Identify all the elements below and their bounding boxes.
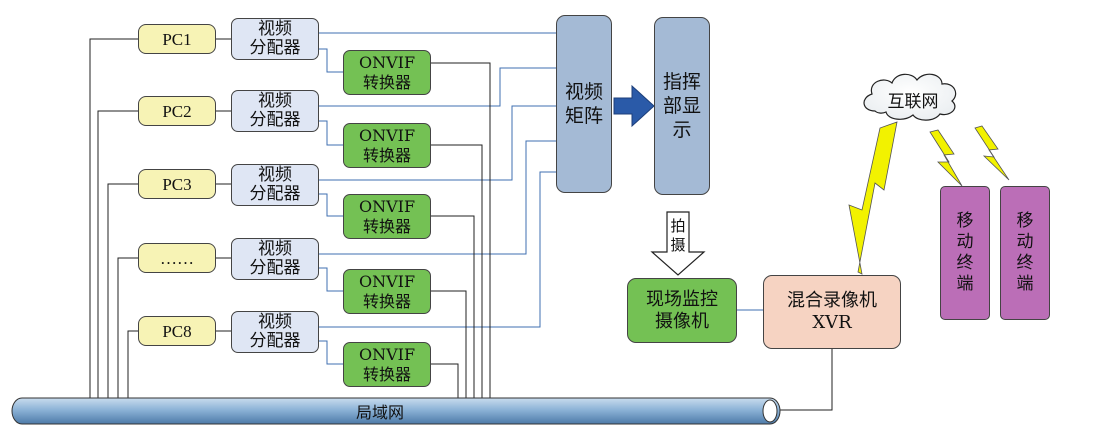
internet-cloud-icon xyxy=(863,73,957,121)
pc-ellipsis-box: …… xyxy=(138,243,216,273)
internet-label: 互联网 xyxy=(887,91,939,112)
pc-splitter-lines xyxy=(216,38,231,332)
pc2-box: PC2 xyxy=(138,96,216,126)
pc1-box: PC1 xyxy=(138,24,216,54)
video-splitter-3: 视频 分配器 xyxy=(231,164,319,206)
onvif-converter-4: ONVIF 转换器 xyxy=(343,269,431,314)
pc3-box: PC3 xyxy=(138,169,216,199)
mobile-terminal-1: 移动终端 xyxy=(940,186,990,320)
video-splitter-2: 视频 分配器 xyxy=(231,90,319,132)
lan-pipe-icon xyxy=(11,397,781,425)
splitter-onvif-lines xyxy=(319,48,343,365)
shoot-label: 拍摄 xyxy=(670,217,686,254)
shoot-arrow xyxy=(650,211,706,276)
lan-label: 局域网 xyxy=(355,403,404,422)
splitter-matrix-lines xyxy=(319,32,556,328)
video-splitter-1: 视频 分配器 xyxy=(231,18,319,60)
onvif-converter-1: ONVIF 转换器 xyxy=(343,50,431,95)
command-display-box: 指挥部显示 xyxy=(654,17,710,195)
video-splitter-5: 视频 分配器 xyxy=(231,311,319,353)
field-camera-box: 现场监控 摄像机 xyxy=(627,278,737,343)
lightning-icons xyxy=(848,121,1010,275)
xvr-lan-link xyxy=(778,349,833,411)
onvif-converter-5: ONVIF 转换器 xyxy=(343,342,431,387)
mobile-terminal-2: 移动终端 xyxy=(1000,186,1050,320)
video-matrix-box: 视频矩阵 xyxy=(556,15,612,193)
xvr-box: 混合录像机 XVR xyxy=(763,275,901,349)
pc8-box: PC8 xyxy=(138,316,216,346)
onvif-converter-3: ONVIF 转换器 xyxy=(343,194,431,239)
onvif-converter-2: ONVIF 转换器 xyxy=(343,123,431,168)
output-arrow xyxy=(613,84,655,128)
video-splitter-4: 视频 分配器 xyxy=(231,238,319,280)
onvif-lan-lines xyxy=(431,62,491,399)
pc-lan-lines xyxy=(89,38,138,399)
